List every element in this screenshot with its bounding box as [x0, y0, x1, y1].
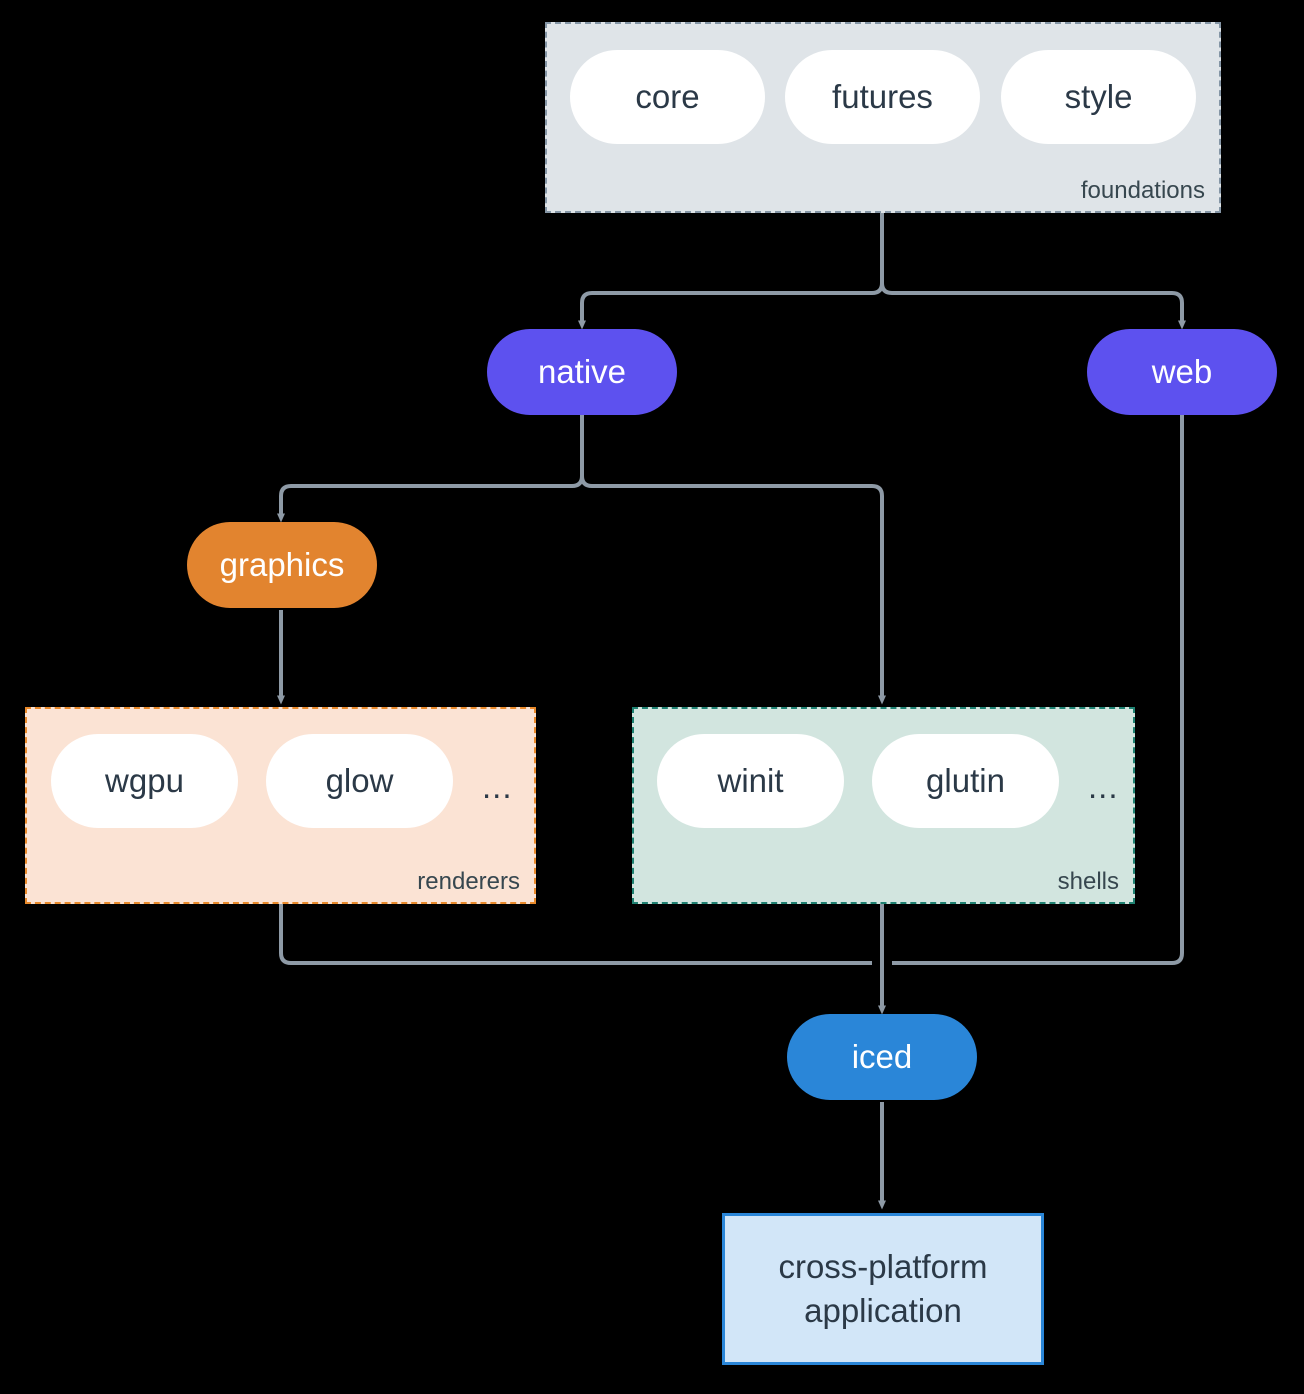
node-iced-label: iced: [851, 1038, 913, 1075]
pill-style-label: style: [1064, 78, 1133, 115]
node-web-label: web: [1151, 353, 1213, 390]
pill-wgpu-label: wgpu: [105, 762, 184, 799]
group-foundations-label: foundations: [1080, 177, 1205, 204]
group-shells-label: shells: [1057, 868, 1119, 895]
node-native-label: native: [537, 353, 627, 390]
node-application-line1: cross-platform: [778, 1248, 988, 1286]
pill-glutin-label: glutin: [926, 762, 1005, 799]
edge-renderers-to-iced: [279, 903, 872, 965]
pill-core-label: core: [635, 78, 700, 115]
edge-native-to-shells: [580, 475, 886, 705]
edge-foundations-to-web: [880, 282, 1186, 330]
pill-core[interactable]: core: [570, 50, 765, 144]
pill-futures[interactable]: futures: [785, 50, 980, 144]
pill-glow[interactable]: glow: [266, 734, 453, 828]
pill-glutin[interactable]: glutin: [872, 734, 1059, 828]
node-native[interactable]: native: [487, 329, 677, 415]
pill-wgpu[interactable]: wgpu: [51, 734, 238, 828]
node-application[interactable]: cross-platform application: [722, 1213, 1044, 1365]
node-graphics[interactable]: graphics: [187, 522, 377, 608]
node-web[interactable]: web: [1087, 329, 1277, 415]
shells-overflow-ellipsis: ...: [1088, 768, 1119, 805]
pill-glow-label: glow: [325, 762, 394, 799]
node-graphics-label: graphics: [219, 546, 345, 583]
group-renderers-label: renderers: [417, 868, 520, 895]
pill-winit-label: winit: [717, 762, 784, 799]
renderers-overflow-ellipsis: ...: [482, 768, 513, 805]
pill-futures-label: futures: [832, 78, 933, 115]
edge-native-to-graphics: [277, 475, 584, 523]
node-iced[interactable]: iced: [787, 1014, 977, 1100]
pill-style[interactable]: style: [1001, 50, 1196, 144]
edge-foundations-to-native: [578, 282, 884, 330]
pill-winit[interactable]: winit: [657, 734, 844, 828]
node-application-line2: application: [804, 1292, 962, 1329]
